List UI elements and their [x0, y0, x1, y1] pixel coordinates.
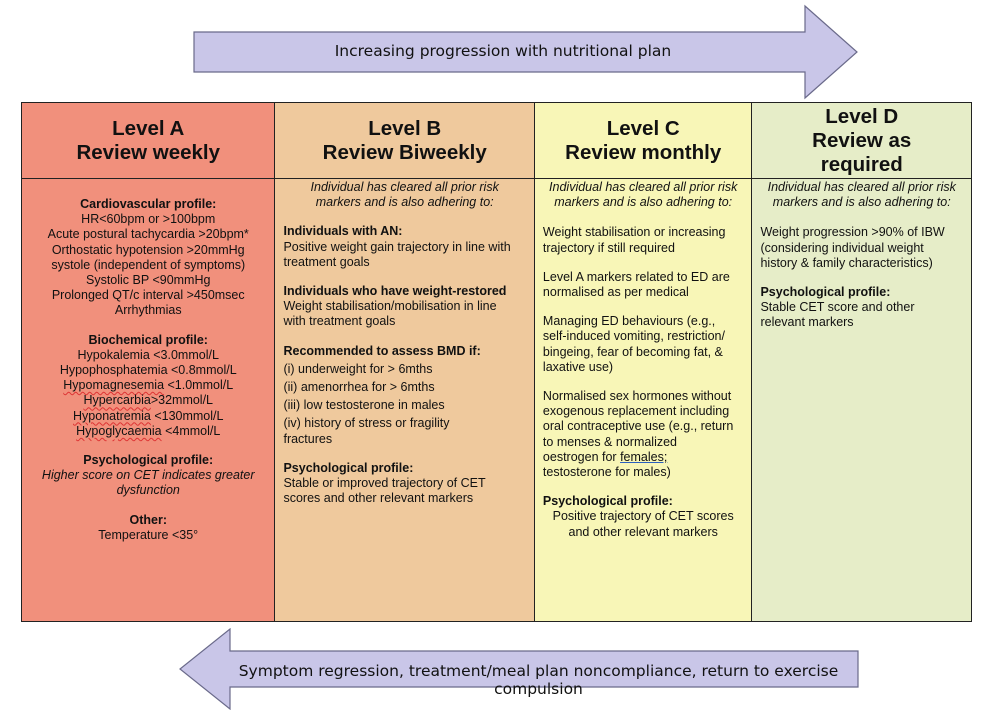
biochem-heading: Biochemical profile: — [88, 332, 208, 347]
level-b-title: Level B — [368, 116, 442, 140]
level-a-title: Level A — [112, 116, 185, 140]
bmd-heading: Recommended to assess BMD if: — [283, 343, 481, 358]
psych-text: Higher score on CET indicates greater — [41, 468, 255, 483]
level-c-body: Individual has cleared all prior risk ma… — [535, 180, 752, 540]
progression-arrow: Increasing progression with nutritional … — [193, 4, 859, 100]
level-c-behaviours: Managing ED behaviours (e.g., self-induc… — [542, 314, 725, 374]
biochem-item: Hypokalemia <3.0mmol/L — [77, 347, 219, 362]
an-heading: Individuals with AN: — [283, 224, 403, 239]
level-d-weight: Weight progression >90% of IBW (consider… — [760, 225, 945, 270]
level-d-subtitle: Review as — [812, 128, 912, 152]
level-d-column: Level D Review as required Individual ha… — [752, 103, 971, 621]
bmd-item: (iii) low testosterone in males — [283, 398, 445, 413]
level-d-intro: Individual has cleared all prior risk ma… — [767, 180, 956, 210]
progression-arrow-label: Increasing progression with nutritional … — [334, 42, 672, 60]
weight-restored-heading: Individuals who have weight-restored — [283, 284, 507, 299]
level-c-weight: Weight stabilisation or increasing traje… — [542, 225, 726, 255]
cardio-item: Acute postural tachycardia >20bpm* — [47, 227, 249, 242]
biochem-item: Hypoglycaemia <4mmol/L — [76, 423, 221, 438]
cardio-item: Prolonged QT/c interval >450msec — [51, 288, 245, 303]
cardio-heading: Cardiovascular profile: — [80, 197, 217, 211]
psych-text: dysfunction — [116, 483, 180, 498]
level-c-hormones: Normalised sex hormones without exogenou… — [542, 389, 734, 480]
biochem-item: Hyponatremia <130mmol/L — [73, 408, 224, 423]
cardio-item: systole (independent of symptoms) — [51, 257, 246, 272]
review-levels-table: Level A Review weekly Cardiovascular pro… — [21, 102, 972, 622]
bmd-item: (ii) amenorrhea for > 6mths — [283, 380, 435, 395]
level-a-subtitle: Review weekly — [76, 140, 221, 164]
regression-arrow-label: Symptom regression, treatment/meal plan … — [238, 662, 839, 698]
cardio-item: HR<60bpm or >100bpm — [81, 212, 216, 227]
other-text: Temperature <35° — [98, 527, 199, 542]
bmd-item: (i) underweight for > 6mths — [283, 361, 433, 376]
level-d-body: Individual has cleared all prior risk ma… — [752, 180, 971, 331]
cardio-item: Systolic BP <90mmHg — [85, 273, 211, 288]
level-c-markers: Level A markers related to ED are normal… — [542, 269, 730, 300]
level-c-intro: Individual has cleared all prior risk ma… — [549, 180, 738, 210]
psych-heading: Psychological profile: — [542, 494, 673, 509]
level-b-subtitle: Review Biweekly — [322, 140, 487, 164]
level-d-subtitle-2: required — [820, 152, 903, 176]
psych-heading: Psychological profile: — [283, 460, 414, 475]
level-b-column: Level B Review Biweekly Individual has c… — [275, 103, 535, 621]
level-b-body: Individual has cleared all prior risk ma… — [275, 180, 533, 506]
level-d-header: Level D Review as required — [752, 103, 971, 179]
level-b-intro: Individual has cleared all prior risk ma… — [310, 180, 499, 210]
bmd-item: (iv) history of stress or fragility — [283, 416, 450, 431]
cardio-item: Arrhythmias — [114, 303, 182, 318]
level-a-header: Level A Review weekly — [22, 103, 275, 179]
level-c-title: Level C — [606, 116, 680, 140]
level-c-column: Level C Review monthly Individual has cl… — [534, 103, 753, 621]
level-d-title: Level D — [825, 104, 899, 128]
bmd-item: fractures — [283, 431, 333, 446]
biochem-item: Hypercarbia>32mmol/L — [83, 393, 214, 408]
females-link[interactable]: females; — [620, 449, 668, 464]
regression-arrow: Symptom regression, treatment/meal plan … — [178, 628, 859, 710]
level-c-header: Level C Review monthly — [534, 103, 752, 179]
level-a-column: Level A Review weekly Cardiovascular pro… — [22, 103, 276, 621]
level-c-subtitle: Review monthly — [565, 140, 722, 164]
biochem-item: Hypomagnesemia <1.0mmol/L — [63, 378, 234, 393]
level-b-header: Level B Review Biweekly — [275, 103, 534, 179]
other-heading: Other: — [129, 512, 167, 527]
psych-heading: Psychological profile: — [760, 285, 891, 300]
cardio-item: Orthostatic hypotension >20mmHg — [51, 242, 245, 257]
biochem-item: Hypophosphatemia <0.8mmol/L — [59, 363, 237, 378]
level-a-body: Cardiovascular profile: HR<60bpm or >100… — [22, 197, 274, 543]
psych-heading: Psychological profile: — [83, 453, 214, 468]
